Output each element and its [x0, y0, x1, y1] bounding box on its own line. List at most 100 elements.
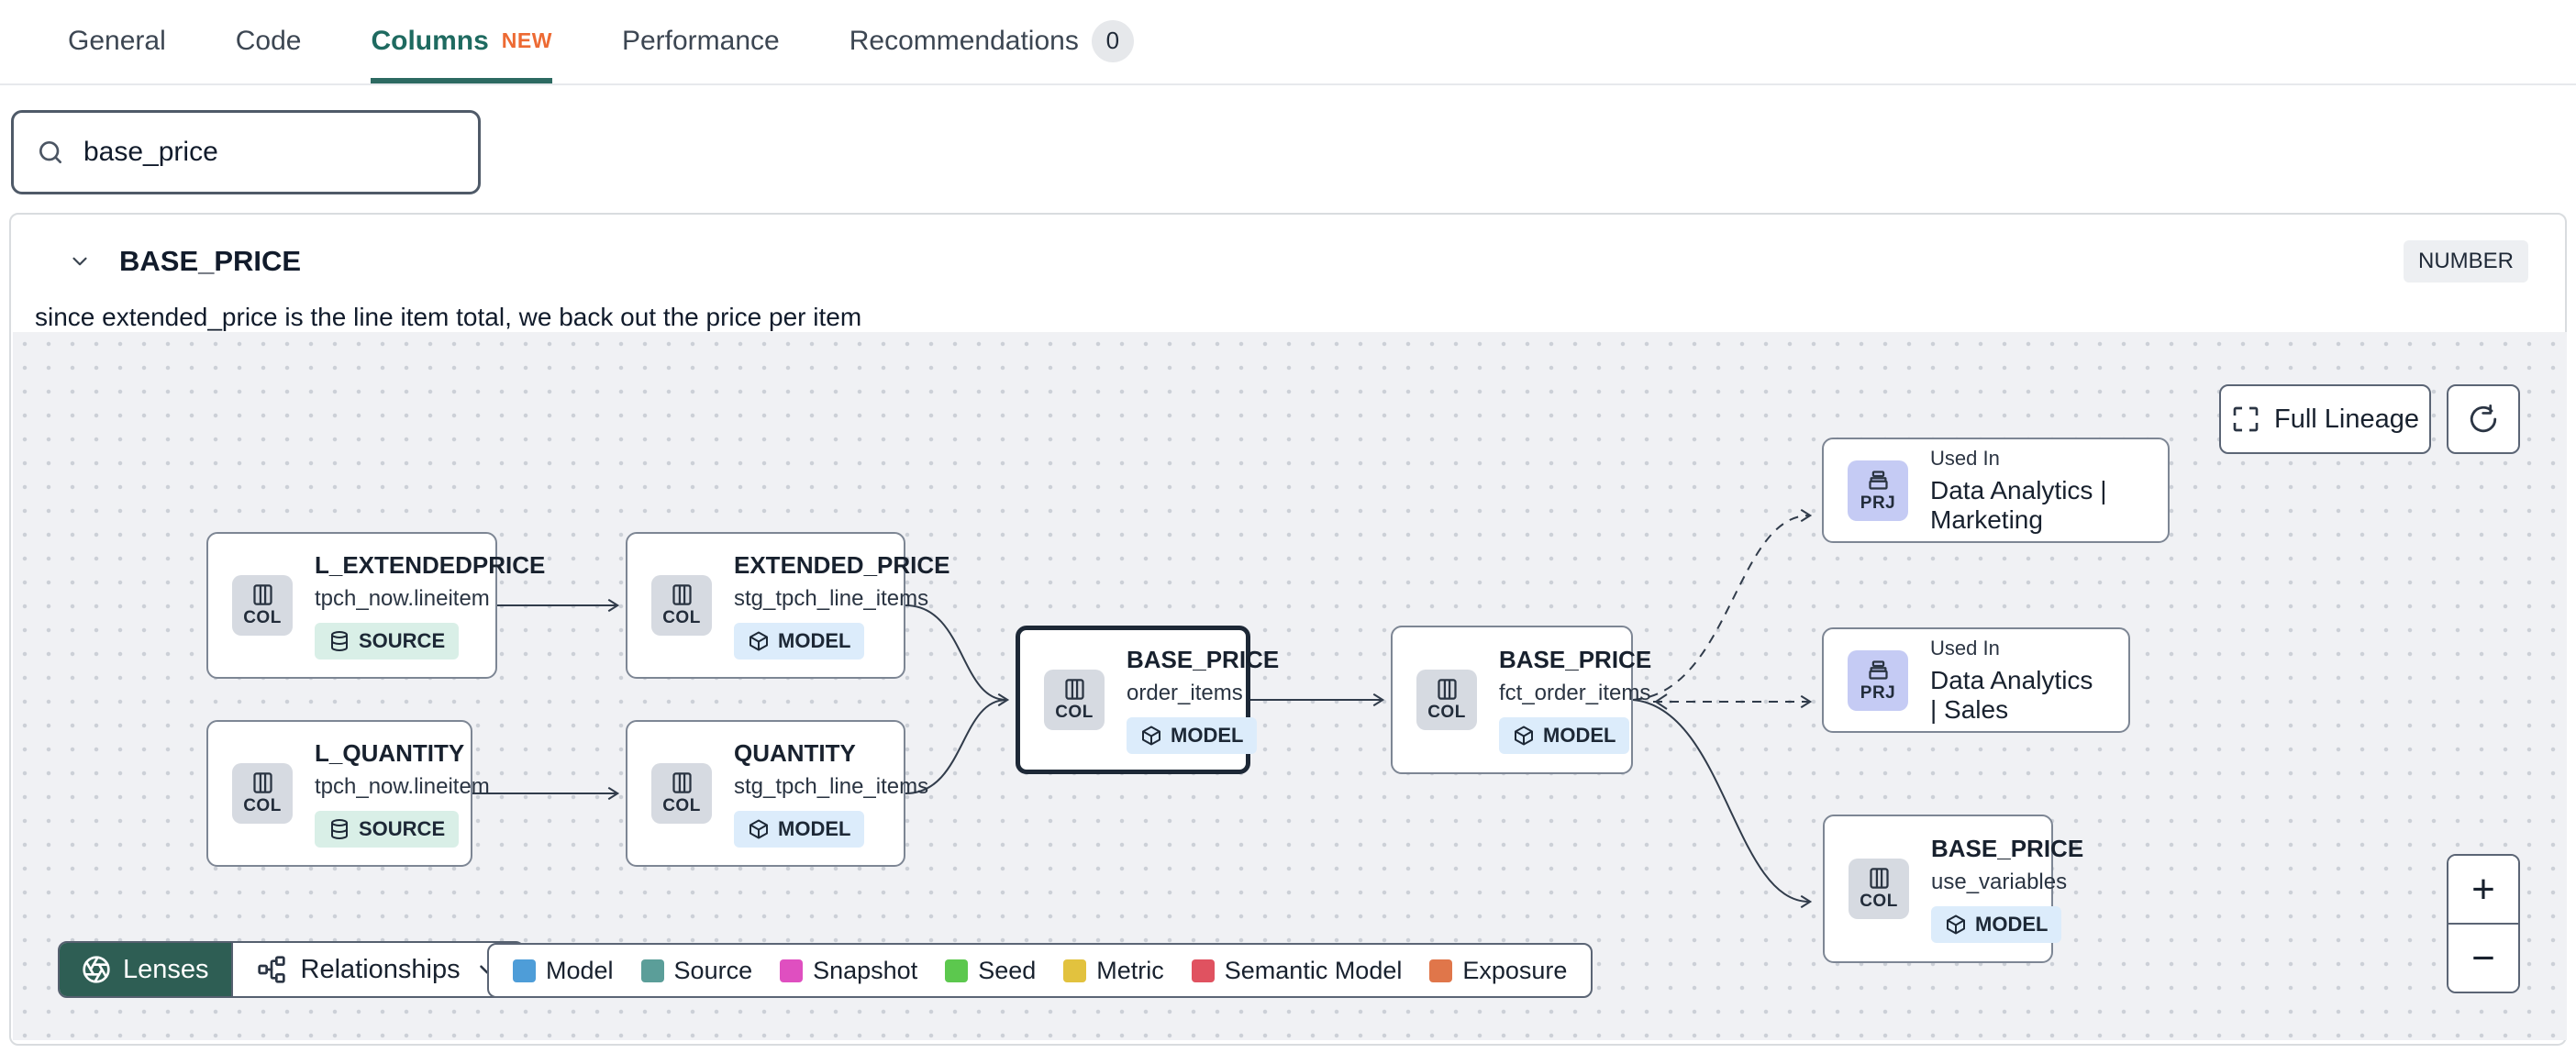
used-in-label: Used In — [1930, 446, 2000, 470]
tab-label: Recommendations — [849, 25, 1079, 56]
project-name: Data Analytics | Marketing — [1930, 475, 2107, 534]
new-badge: NEW — [501, 28, 552, 52]
node-title: EXTENDED_PRICE — [734, 551, 950, 579]
resource-badge-label: SOURCE — [359, 629, 446, 652]
resource-badge: MODEL — [1127, 717, 1258, 754]
resource-badge: MODEL — [734, 623, 865, 660]
zoom-out-button[interactable]: − — [2448, 925, 2518, 992]
resource-badge-label: MODEL — [1975, 913, 2049, 936]
columns-icon — [672, 772, 692, 793]
node-subtitle: stg_tpch_line_items — [734, 586, 929, 611]
resource-badge: MODEL — [734, 811, 865, 848]
refresh-button[interactable] — [2447, 384, 2520, 454]
chip-label: PRJ — [1860, 493, 1896, 513]
column-chip: COL — [1416, 670, 1477, 730]
expand-icon — [2233, 406, 2259, 432]
chip-label: COL — [662, 796, 701, 815]
legend-label: Metric — [1096, 956, 1164, 984]
columns-icon — [252, 772, 272, 793]
tab-performance[interactable]: Performance — [622, 0, 780, 83]
tab-code[interactable]: Code — [236, 0, 302, 83]
node-subtitle: tpch_now.lineitem — [315, 586, 490, 611]
legend-swatch — [513, 959, 536, 982]
column-chip: COL — [651, 763, 712, 824]
column-chip: COL — [232, 763, 293, 824]
resource-badge: SOURCE — [315, 811, 460, 848]
tab-label: Code — [235, 25, 302, 56]
full-lineage-button[interactable]: Full Lineage — [2219, 384, 2431, 454]
tab-label: Performance — [621, 25, 780, 56]
database-icon — [331, 819, 348, 840]
column-description: since extended_price is the line item to… — [35, 303, 862, 331]
node-subtitle: order_items — [1127, 681, 1243, 705]
node-subtitle: stg_tpch_line_items — [734, 774, 929, 799]
column-panel: BASE_PRICE NUMBER since extended_price i… — [9, 213, 2567, 1046]
legend-label: Snapshot — [813, 956, 918, 984]
column-panel-header: BASE_PRICE NUMBER — [11, 215, 2565, 283]
lenses-group: Lenses Relationships — [58, 941, 525, 998]
node-title: BASE_PRICE — [1499, 646, 1652, 673]
tab-label: Columns — [371, 25, 489, 56]
search-input[interactable] — [83, 137, 456, 168]
refresh-icon — [2470, 404, 2497, 433]
tab-bar: General Code Columns NEW Performance Recommen… — [0, 0, 2576, 85]
relationships-icon — [257, 956, 285, 983]
legend-label: Exposure — [1462, 956, 1568, 984]
tab-general[interactable]: General — [68, 0, 166, 83]
resource-badge: SOURCE — [315, 623, 460, 660]
zoom-in-button[interactable]: + — [2448, 856, 2518, 925]
tab-recommendations[interactable]: Recommendations 0 — [849, 0, 1134, 83]
search-icon — [39, 141, 61, 163]
column-name: BASE_PRICE — [119, 245, 302, 277]
tab-columns[interactable]: Columns NEW — [371, 0, 552, 83]
column-chip: COL — [651, 575, 712, 636]
node-title: L_EXTENDEDPRICE — [315, 551, 546, 579]
node-subtitle: fct_order_items — [1499, 681, 1651, 705]
legend-item-seed: Seed — [945, 957, 1036, 985]
recommendations-count-badge: 0 — [1091, 19, 1134, 62]
legend-label: Seed — [978, 956, 1037, 984]
column-chip: COL — [232, 575, 293, 636]
legend-swatch — [780, 959, 804, 982]
resource-badge-label: MODEL — [1171, 724, 1244, 747]
node-subtitle: use_variables — [1931, 870, 2068, 894]
legend-swatch — [945, 959, 969, 982]
legend-swatch — [1429, 959, 1453, 982]
project-chip: PRJ — [1848, 460, 1908, 521]
lineage-edges — [472, 508, 1813, 909]
columns-icon — [1064, 679, 1084, 700]
legend-label: Semantic Model — [1224, 956, 1403, 984]
relationships-dropdown[interactable]: Relationships — [230, 943, 523, 996]
legend-item-semantic-model: Semantic Model — [1191, 956, 1403, 985]
node-title: BASE_PRICE — [1127, 646, 1280, 673]
lenses-label: Lenses — [123, 954, 209, 984]
lineage-node-used_in_marketing[interactable]: PRJ Used In Data Analytics | Marketing — [1822, 438, 2170, 543]
legend-swatch — [640, 959, 664, 982]
full-lineage-label: Full Lineage — [2274, 404, 2419, 434]
legend-item-metric: Metric — [1063, 957, 1164, 985]
cube-icon — [1515, 726, 1533, 746]
node-title: BASE_PRICE — [1931, 835, 2084, 862]
chip-label: COL — [1860, 892, 1898, 911]
lenses-button[interactable]: Lenses — [60, 943, 231, 996]
column-search — [11, 110, 481, 194]
legend-swatch — [1191, 959, 1215, 982]
used-in-label: Used In — [1930, 636, 2000, 660]
cube-icon — [749, 631, 768, 651]
chevron-down-icon[interactable] — [68, 249, 92, 273]
resource-badge-label: MODEL — [778, 817, 851, 840]
chip-label: COL — [243, 608, 282, 627]
legend-swatch — [1063, 959, 1087, 982]
columns-icon — [1869, 868, 1889, 889]
column-type-badge: NUMBER — [2403, 240, 2528, 283]
